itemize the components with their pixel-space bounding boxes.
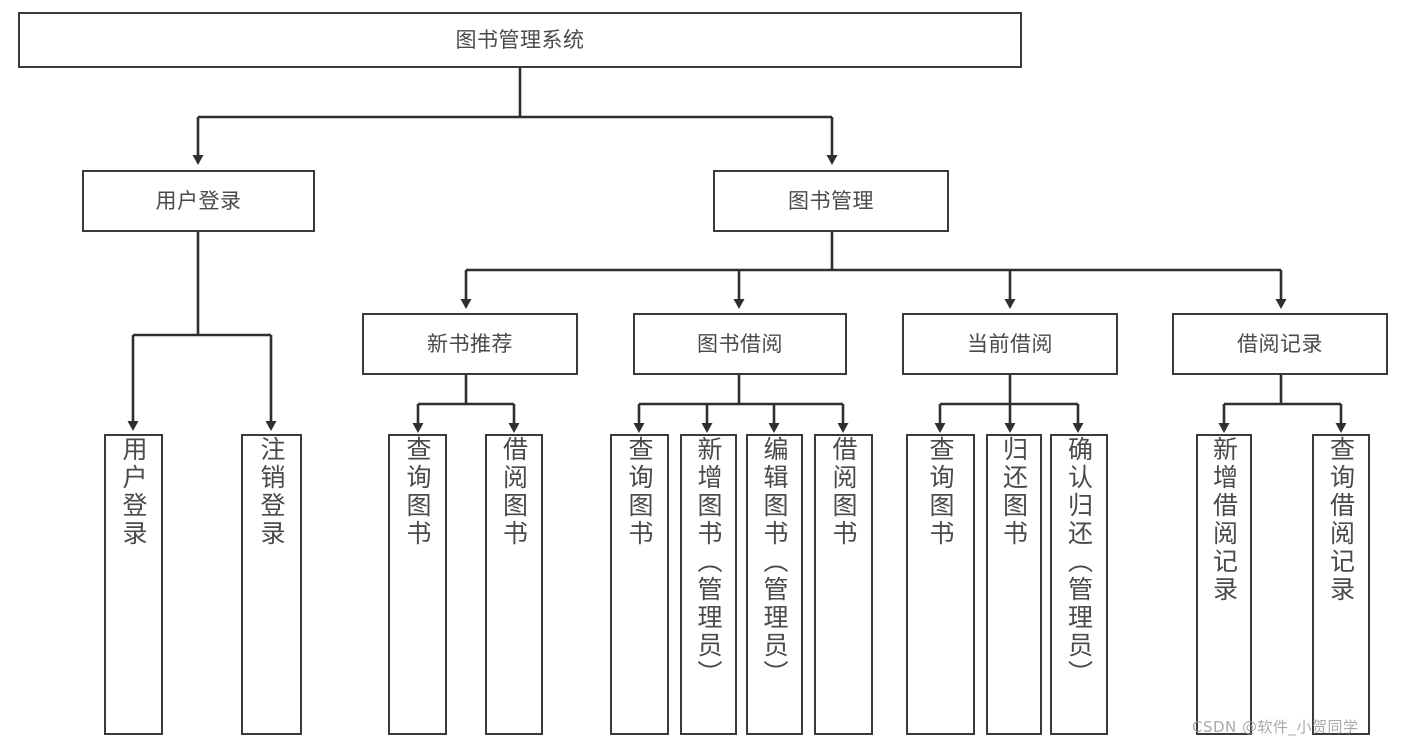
node-label: 查询借阅记录 (1326, 436, 1356, 604)
node-label: 当前借阅 (967, 331, 1053, 356)
node-label: 新增图书（管理员） (694, 436, 723, 688)
node-user-login[interactable]: 用户登录 (82, 170, 315, 232)
leaf-user-login[interactable]: 用户登录 (104, 434, 163, 735)
node-book-management[interactable]: 图书管理 (713, 170, 949, 232)
node-root-book-management-system[interactable]: 图书管理系统 (18, 12, 1022, 68)
csdn-watermark: CSDN @软件_小贺同学 (1192, 718, 1359, 736)
node-label: 确认归还（管理员） (1064, 436, 1094, 688)
node-label: 注销登录 (257, 436, 286, 548)
leaf-borrow-book-recommend[interactable]: 借阅图书 (485, 434, 543, 735)
node-label: 图书管理系统 (455, 27, 585, 52)
leaf-logout-login[interactable]: 注销登录 (241, 434, 302, 735)
leaf-confirm-return-admin[interactable]: 确认归还（管理员） (1050, 434, 1108, 735)
node-book-borrow[interactable]: 图书借阅 (633, 313, 847, 375)
node-label: 新增借阅记录 (1209, 436, 1239, 604)
node-label: 新书推荐 (427, 331, 513, 356)
node-current-borrow[interactable]: 当前借阅 (902, 313, 1118, 375)
leaf-add-book-admin[interactable]: 新增图书（管理员） (680, 434, 737, 735)
node-label: 图书管理 (788, 188, 874, 213)
leaf-query-book-current[interactable]: 查询图书 (906, 434, 975, 735)
leaf-edit-book-admin[interactable]: 编辑图书（管理员） (746, 434, 803, 735)
leaf-query-book-recommend[interactable]: 查询图书 (388, 434, 447, 735)
node-borrow-record[interactable]: 借阅记录 (1172, 313, 1388, 375)
node-label: 借阅图书 (829, 436, 858, 548)
leaf-query-book-borrow[interactable]: 查询图书 (610, 434, 669, 735)
node-label: 查询图书 (625, 436, 654, 548)
leaf-return-book[interactable]: 归还图书 (986, 434, 1042, 735)
node-label: 查询图书 (403, 436, 432, 548)
node-label: 归还图书 (999, 436, 1029, 548)
leaf-add-borrow-record[interactable]: 新增借阅记录 (1196, 434, 1252, 735)
node-label: 图书借阅 (697, 331, 783, 356)
node-label: 借阅图书 (499, 436, 529, 548)
node-label: 用户登录 (119, 436, 148, 548)
leaf-borrow-book[interactable]: 借阅图书 (814, 434, 873, 735)
node-label: 查询图书 (926, 436, 955, 548)
node-label: 用户登录 (155, 188, 242, 213)
node-new-book-recommend[interactable]: 新书推荐 (362, 313, 578, 375)
node-label: 编辑图书（管理员） (760, 436, 789, 688)
node-label: 借阅记录 (1237, 331, 1323, 356)
leaf-query-borrow-record[interactable]: 查询借阅记录 (1312, 434, 1370, 735)
